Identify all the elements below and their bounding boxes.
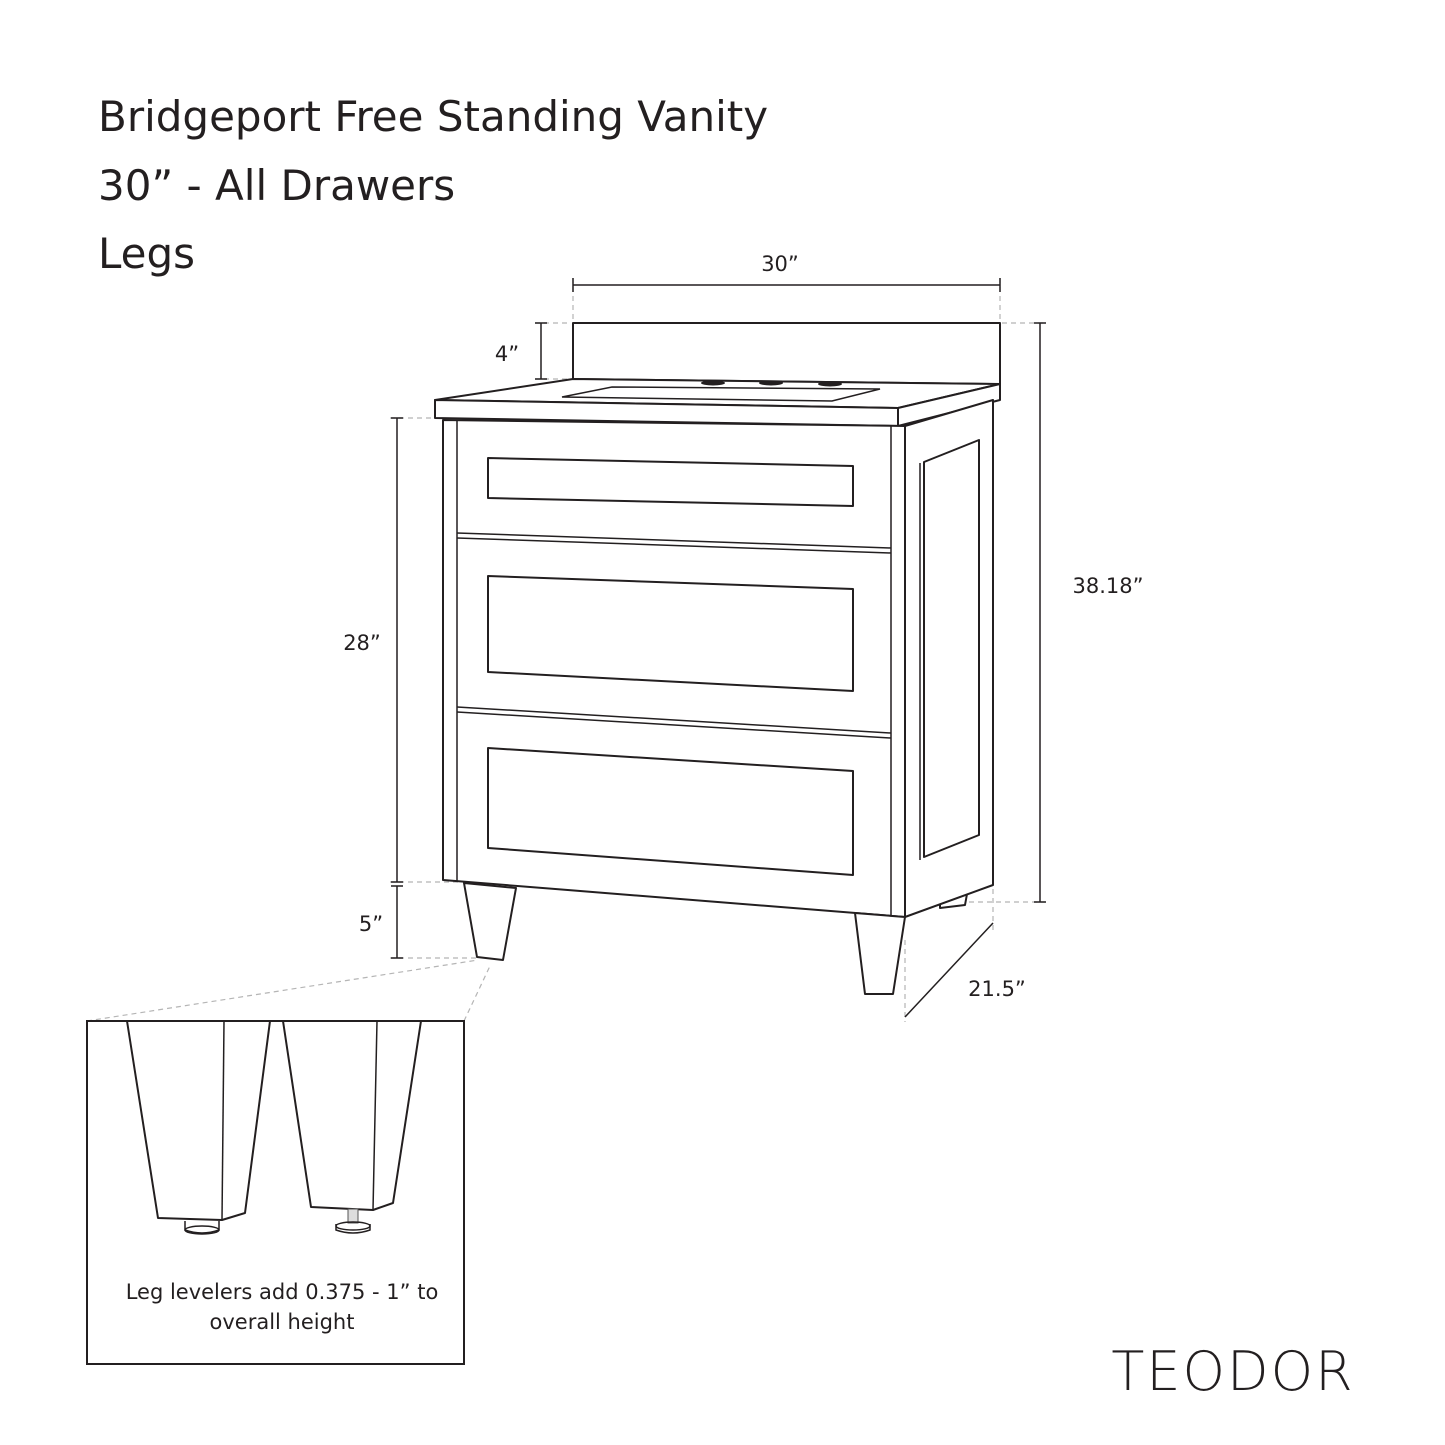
inset-caption-line-2: overall height	[210, 1310, 355, 1334]
inset-caption-line-1: Leg levelers add 0.375 - 1” to	[126, 1280, 439, 1304]
side-panel	[923, 439, 980, 858]
overall-height-label: 38.18”	[1073, 574, 1144, 598]
faucet-holes	[701, 380, 842, 387]
front-left-leg	[463, 882, 517, 961]
inset-leg-without-leveler	[126, 1020, 271, 1235]
title-line-1: Bridgeport Free Standing Vanity	[98, 92, 768, 141]
inset-callout-line	[463, 965, 491, 1022]
front-right-leg	[854, 912, 906, 995]
title-line-2: 30” - All Drawers	[98, 161, 455, 210]
cabinet-height-label: 28”	[343, 631, 381, 655]
leg-height-label: 5”	[359, 912, 383, 936]
sink	[561, 386, 881, 402]
width-label: 30”	[761, 252, 799, 276]
drawers	[456, 457, 892, 876]
countertop-side	[897, 383, 1001, 427]
drawer-1-panel	[487, 457, 854, 507]
dimension-lines	[391, 278, 1046, 1018]
title-line-3: Legs	[98, 229, 195, 278]
drawer-3-panel	[487, 747, 854, 876]
backsplash-height-label: 4”	[495, 342, 519, 366]
brand-logo: TEODOR	[1111, 1340, 1354, 1403]
depth-label: 21.5”	[968, 977, 1026, 1001]
inset-callout-line	[86, 959, 479, 1022]
backsplash	[572, 322, 1001, 385]
inset-leg-with-leveler	[282, 1020, 422, 1234]
drawer-2-panel	[487, 575, 854, 692]
